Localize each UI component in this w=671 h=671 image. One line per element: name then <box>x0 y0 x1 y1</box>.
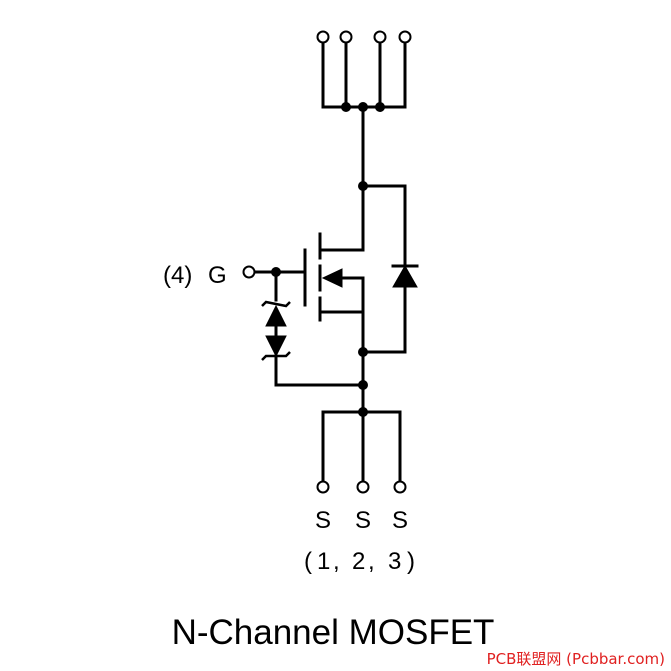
source-pin-number-2: 2 <box>352 548 365 575</box>
mosfet-channel <box>303 232 407 387</box>
source-pin-open-paren: ( <box>304 548 312 575</box>
gate-pin-label: (4) <box>163 262 192 289</box>
drain-junction-1 <box>341 102 351 112</box>
source-label-3: S <box>392 507 408 534</box>
source-pin-separator-2: , <box>368 548 375 575</box>
drain-terminal-4 <box>398 30 412 44</box>
body-arrow-icon <box>321 268 343 288</box>
drain-terminal-3 <box>373 30 387 44</box>
source-pin-close-paren: ) <box>407 548 415 575</box>
watermark: PCB联盟网 (Pcbbar.com) <box>487 650 665 668</box>
source-terminal-2 <box>356 480 370 494</box>
source-pin-number-3: 3 <box>388 548 401 575</box>
drain-terminal-1 <box>316 30 330 44</box>
drain-terminal-2 <box>339 30 353 44</box>
gate-protection <box>242 265 368 390</box>
drain-path <box>358 105 419 354</box>
drain-junction-3 <box>375 102 385 112</box>
zener-bar-upper <box>261 300 291 308</box>
source-terminal-3 <box>393 480 407 494</box>
source-diode-junction <box>358 347 368 357</box>
source-pin-separator-1: , <box>333 548 340 575</box>
drain-diode-junction <box>358 181 368 191</box>
drain-terminals <box>316 30 412 112</box>
source-label-1: S <box>315 507 331 534</box>
body-diode-icon <box>392 264 418 288</box>
source-pin-number-1: 1 <box>317 548 330 575</box>
source-terminal-1 <box>316 480 330 494</box>
source-terminals <box>316 383 407 494</box>
zener-diode-upper-icon <box>265 304 287 327</box>
gate-terminal <box>242 265 256 279</box>
zener-diode-lower-icon <box>265 335 287 358</box>
caption: N-Channel MOSFET <box>172 613 495 652</box>
source-label-2: S <box>355 507 371 534</box>
gate-name-label: G <box>208 262 227 289</box>
